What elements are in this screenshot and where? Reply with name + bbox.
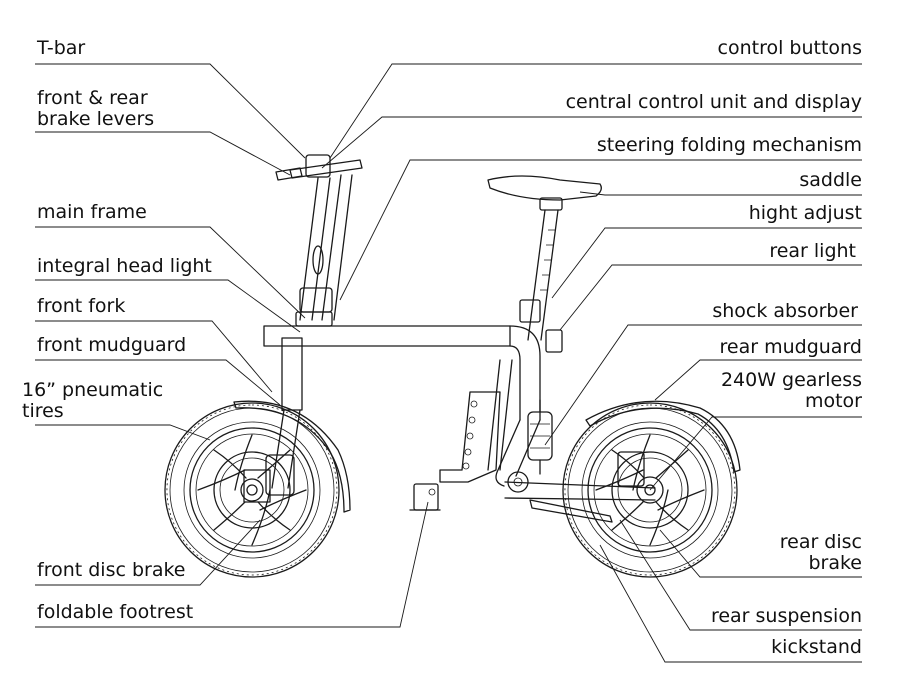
leader-t-bar bbox=[35, 63, 306, 159]
front-mudguard-shape bbox=[233, 400, 351, 513]
leader-tires bbox=[35, 424, 211, 441]
swing-arm bbox=[504, 471, 656, 523]
leader-control-unit bbox=[321, 116, 862, 169]
rear-mudguard-shape bbox=[585, 400, 741, 473]
label-motor: 240W gearless motor bbox=[721, 370, 862, 412]
label-rear-disc-brake-line-2: brake bbox=[808, 552, 862, 574]
label-front-fork-line-1: front fork bbox=[37, 295, 126, 317]
label-main-frame: main frame bbox=[37, 202, 147, 223]
front-wheel bbox=[164, 402, 340, 578]
label-rear-mudguard: rear mudguard bbox=[720, 337, 862, 358]
leader-hight-adjust bbox=[551, 227, 862, 299]
leader-shock-absorber bbox=[544, 324, 862, 446]
leader-footrest bbox=[35, 501, 429, 628]
label-steering-folding-line-1: steering folding mechanism bbox=[596, 134, 862, 156]
label-saddle: saddle bbox=[799, 170, 862, 191]
label-footrest: foldable footrest bbox=[37, 602, 193, 623]
leader-rear-light bbox=[559, 264, 862, 331]
leader-front-fork bbox=[35, 320, 273, 393]
frame-plate bbox=[439, 391, 501, 483]
label-front-disc-brake: front disc brake bbox=[37, 560, 186, 581]
steering-column bbox=[275, 154, 363, 327]
label-brake-levers: front & rear brake levers bbox=[37, 88, 154, 130]
label-main-frame-line-1: main frame bbox=[37, 201, 147, 223]
label-front-mudguard-line-1: front mudguard bbox=[37, 334, 187, 356]
label-control-unit: central control unit and display bbox=[566, 92, 862, 113]
main-frame-shape bbox=[263, 325, 541, 487]
leader-main-frame bbox=[35, 226, 306, 319]
leader-brake-levers bbox=[35, 131, 291, 176]
label-brake-levers-line-2: brake levers bbox=[37, 108, 155, 130]
label-front-mudguard: front mudguard bbox=[37, 335, 186, 356]
label-saddle-line-1: saddle bbox=[799, 169, 862, 191]
label-rear-suspension-line-1: rear suspension bbox=[710, 605, 862, 627]
label-head-light-line-1: integral head light bbox=[37, 255, 212, 277]
label-tires-line-2: tires bbox=[22, 400, 64, 422]
label-rear-light-line-1: rear light bbox=[769, 240, 856, 262]
label-shock-absorber: shock absorber bbox=[712, 301, 858, 322]
label-control-buttons: control buttons bbox=[718, 38, 862, 59]
label-rear-light: rear light bbox=[769, 241, 856, 262]
label-brake-levers-line-1: front & rear bbox=[37, 87, 148, 109]
label-motor-line-2: motor bbox=[804, 390, 862, 412]
leader-motor bbox=[649, 416, 862, 491]
leader-head-light bbox=[35, 279, 301, 333]
rear-light-shape bbox=[545, 329, 563, 353]
label-steering-folding: steering folding mechanism bbox=[597, 135, 862, 156]
label-kickstand-line-1: kickstand bbox=[771, 636, 862, 658]
leader-control-buttons bbox=[329, 63, 862, 159]
label-motor-line-1: 240W gearless bbox=[720, 369, 862, 391]
footrest-shape bbox=[409, 483, 441, 511]
label-rear-disc-brake-line-1: rear disc bbox=[779, 531, 862, 553]
label-head-light: integral head light bbox=[37, 256, 212, 277]
leader-front-disc-brake bbox=[35, 519, 261, 586]
label-t-bar: T-bar bbox=[37, 38, 85, 59]
label-tires: 16” pneumatic tires bbox=[22, 380, 163, 422]
label-hight-adjust: hight adjust bbox=[749, 203, 862, 224]
label-kickstand: kickstand bbox=[771, 637, 862, 658]
label-front-fork: front fork bbox=[37, 296, 125, 317]
label-shock-absorber-line-1: shock absorber bbox=[712, 300, 858, 322]
label-rear-disc-brake: rear disc brake bbox=[780, 532, 862, 574]
label-footrest-line-1: foldable footrest bbox=[37, 601, 194, 623]
leader-saddle bbox=[579, 191, 862, 196]
front-fork-shape bbox=[243, 337, 303, 503]
rear-wheel bbox=[562, 402, 738, 578]
leader-rear-suspension bbox=[619, 519, 862, 631]
label-front-disc-brake-line-1: front disc brake bbox=[37, 559, 186, 581]
label-rear-mudguard-line-1: rear mudguard bbox=[719, 336, 862, 358]
leader-rear-disc-brake bbox=[659, 529, 862, 578]
label-control-unit-line-1: central control unit and display bbox=[565, 91, 862, 113]
shock-absorber-shape bbox=[527, 399, 553, 475]
leader-steering-folding bbox=[339, 159, 862, 301]
leader-lines bbox=[35, 63, 862, 663]
leader-front-mudguard bbox=[35, 359, 281, 406]
leader-rear-mudguard bbox=[654, 359, 862, 401]
label-rear-suspension: rear suspension bbox=[711, 606, 862, 627]
leader-kickstand bbox=[599, 544, 862, 663]
label-hight-adjust-line-1: hight adjust bbox=[748, 202, 862, 224]
seat-post bbox=[487, 175, 602, 341]
label-tires-line-1: 16” pneumatic bbox=[22, 379, 164, 401]
label-t-bar-line-1: T-bar bbox=[37, 37, 86, 59]
label-control-buttons-line-1: control buttons bbox=[717, 37, 862, 59]
